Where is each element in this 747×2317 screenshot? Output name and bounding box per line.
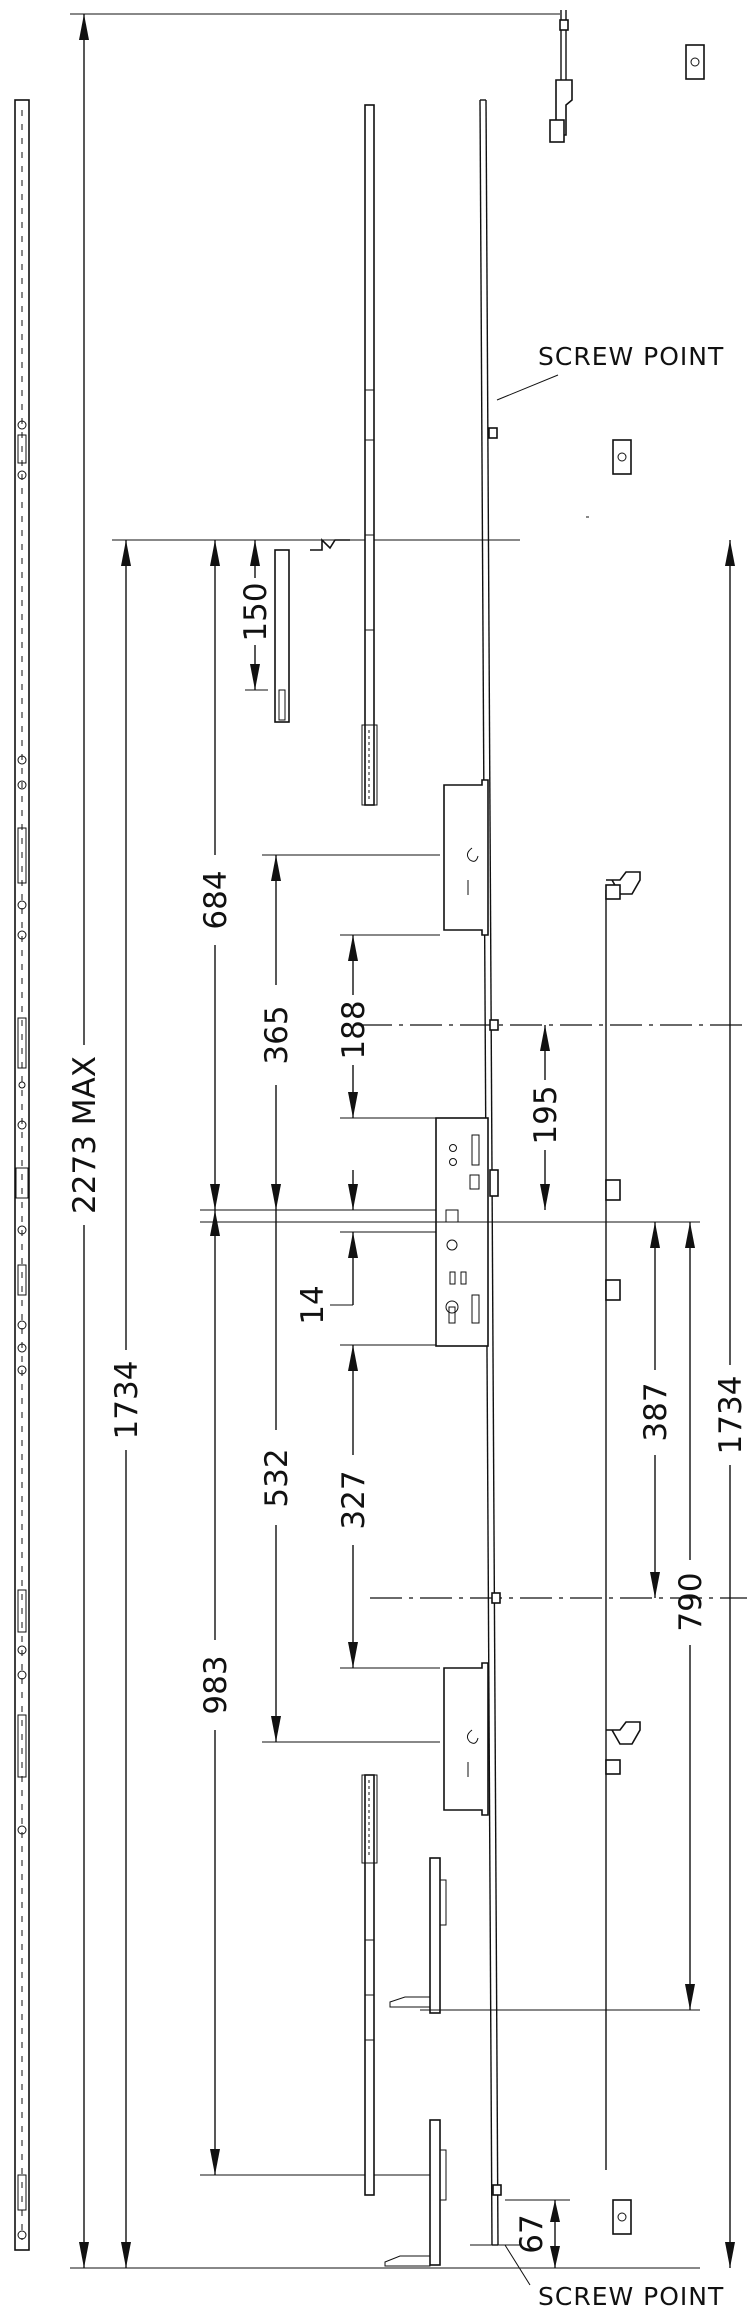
dim-1734-left: 1734 [109, 1361, 145, 1440]
dim-14: 14 [295, 1285, 331, 1324]
central-lock-case [435, 1117, 499, 1347]
centerlines [360, 1024, 747, 1599]
overall-dimension: 2273 MAX [67, 13, 700, 2269]
dim-195-group: 195 [528, 1025, 564, 1210]
lock-rail-elevation [14, 99, 30, 2251]
dim-150: 150 [238, 582, 274, 641]
note-screw-point-top: SCREW POINT [538, 342, 724, 371]
dim-67: 67 [514, 2214, 550, 2253]
keep-plates [586, 44, 705, 2235]
top-corner-hardware [549, 10, 573, 143]
dim-684: 684 [198, 870, 234, 929]
lower-keep-brackets [384, 1857, 447, 2267]
lower-shootbolt-rod [361, 1774, 378, 2196]
dim-327: 327 [336, 1470, 372, 1529]
dim-188-14-327-group: 188 14 327 [295, 934, 440, 1669]
upper-hook-unit [443, 779, 489, 936]
dim-684-983-group: 684 983 [198, 540, 440, 2176]
dim-188: 188 [336, 1000, 372, 1059]
dim-overall-max: 2273 MAX [67, 1056, 103, 1214]
upper-shootbolt-rod [361, 104, 378, 806]
dim-1734-right: 1734 [713, 1376, 747, 1455]
dim-365-532-group: 365 532 [259, 854, 440, 1743]
striker-rail [605, 871, 641, 2170]
dim-983: 983 [198, 1655, 234, 1714]
dim-1734-left-group: 1734 [109, 539, 520, 2268]
dim-790: 790 [673, 1572, 709, 1631]
dim-150-group: 150 [238, 540, 274, 691]
dim-387: 387 [638, 1382, 674, 1441]
dim-532: 532 [259, 1448, 295, 1507]
screw-point-notes: SCREW POINT SCREW POINT [496, 342, 724, 2311]
top-keep-bracket [274, 538, 350, 723]
dim-365: 365 [259, 1005, 295, 1064]
dim-195: 195 [528, 1085, 564, 1144]
dim-67-group: 67 [470, 2199, 570, 2268]
dim-right-group: 387 790 1734 [200, 540, 747, 2268]
lower-hook-unit [443, 1662, 489, 1816]
note-screw-point-bottom: SCREW POINT [538, 2282, 724, 2311]
